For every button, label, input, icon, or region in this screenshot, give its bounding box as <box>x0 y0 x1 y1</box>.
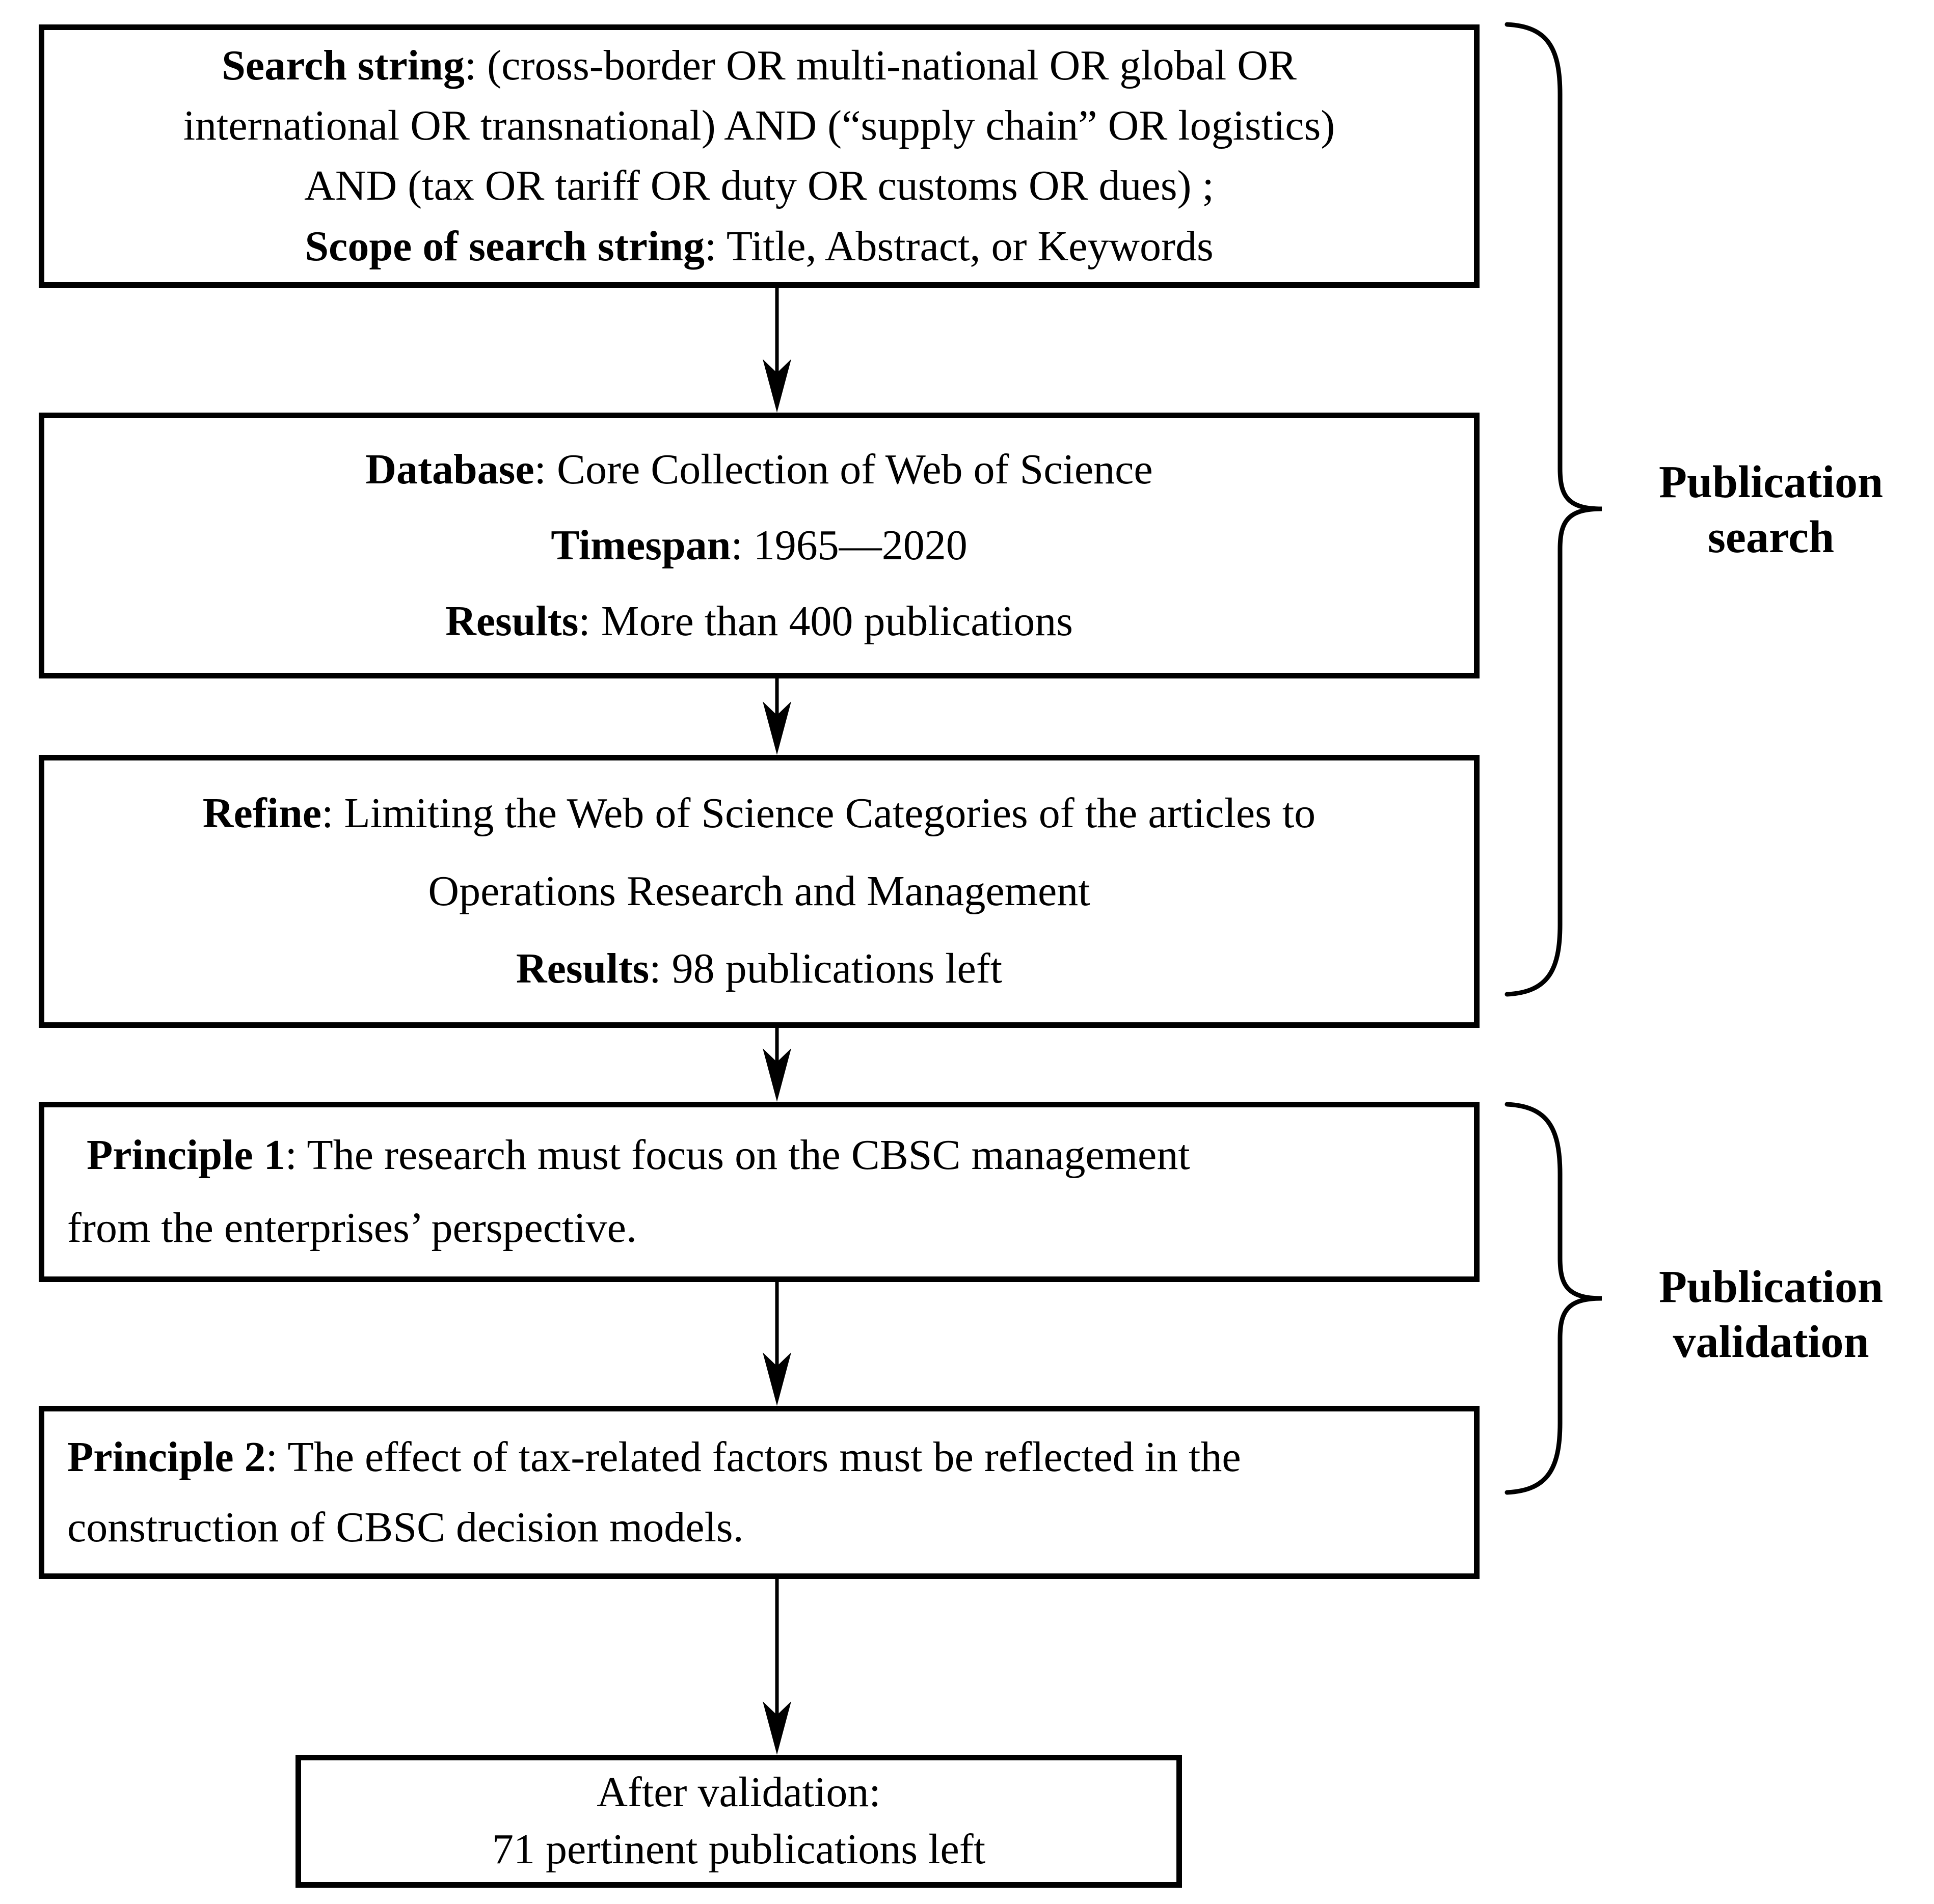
flow-arrow-3 <box>763 1028 791 1102</box>
text-line: Principle 1: The research must focus on … <box>87 1131 1190 1179</box>
database-box: Database: Core Collection of Web of Scie… <box>39 413 1480 678</box>
text-line: Results: 98 publications left <box>516 945 1003 993</box>
flow-arrow-5 <box>763 1579 791 1755</box>
text-line: Scope of search string: Title, Abstract,… <box>305 222 1214 270</box>
principle-2-box: Principle 2: The effect of tax-related f… <box>39 1406 1480 1579</box>
text-line: Results: More than 400 publications <box>445 597 1073 645</box>
after-validation-box: After validation: 71 pertinent publicati… <box>296 1755 1182 1888</box>
text-line: from the enterprises’ perspective. <box>67 1204 637 1252</box>
text-line: 71 pertinent publications left <box>492 1826 986 1873</box>
text-line: AND (tax OR tariff OR duty OR customs OR… <box>304 162 1214 210</box>
text-line: Refine: Limiting the Web of Science Cate… <box>202 790 1316 837</box>
text-line: After validation: <box>597 1769 881 1816</box>
flow-arrow-2 <box>763 678 791 755</box>
label-line: Publication <box>1658 1262 1884 1312</box>
label-line: search <box>1707 512 1835 562</box>
publication-validation-brace <box>1505 1102 1602 1495</box>
label-line: Publication <box>1658 457 1884 507</box>
text-line: Operations Research and Management <box>428 867 1090 915</box>
refine-box: Refine: Limiting the Web of Science Cate… <box>39 755 1480 1028</box>
publication-validation-label: Publication validation <box>1608 1260 1934 1370</box>
text-line: Principle 2: The effect of tax-related f… <box>67 1433 1241 1481</box>
text-line: construction of CBSC decision models. <box>67 1503 744 1551</box>
text-line: Timespan: 1965—2020 <box>551 521 968 569</box>
text-line: Database: Core Collection of Web of Scie… <box>365 445 1153 493</box>
publication-search-label: Publication search <box>1608 455 1934 565</box>
text-line: Search string: (cross-border OR multi-na… <box>222 41 1297 89</box>
text-line: international OR transnational) AND (“su… <box>183 102 1335 150</box>
flow-arrow-1 <box>763 288 791 413</box>
search-string-box: Search string: (cross-border OR multi-na… <box>39 24 1480 288</box>
principle-1-box: Principle 1: The research must focus on … <box>39 1102 1480 1282</box>
flow-arrow-4 <box>763 1282 791 1406</box>
publication-search-brace <box>1505 22 1602 997</box>
label-line: validation <box>1673 1317 1869 1367</box>
